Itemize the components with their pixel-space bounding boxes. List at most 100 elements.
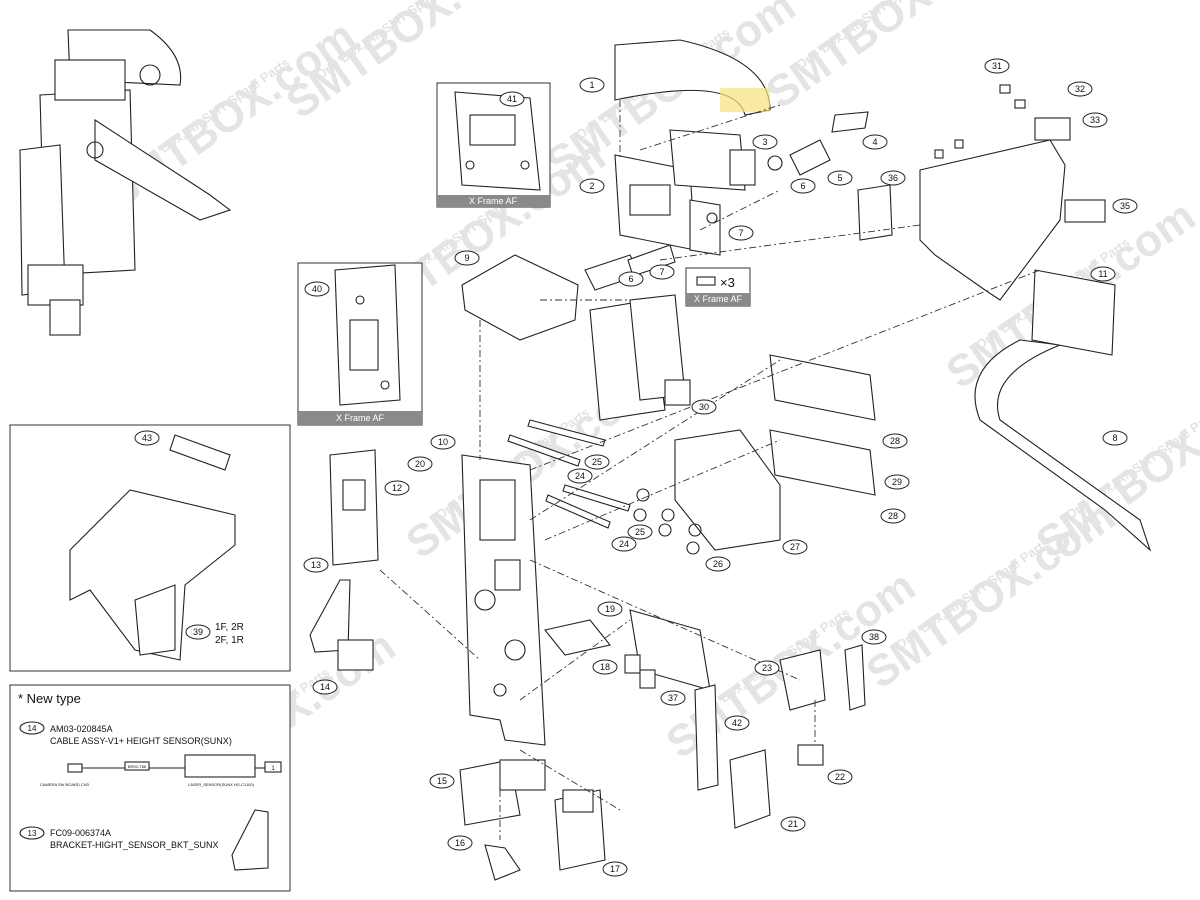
parts-12-13-14 [309, 449, 379, 671]
callout-7: 7 [649, 264, 675, 280]
callout-number: 28 [888, 511, 898, 521]
callout-number: 36 [888, 173, 898, 183]
callout-10: 10 [430, 434, 456, 450]
callout-21: 21 [780, 816, 806, 832]
callout-number: 23 [762, 663, 772, 673]
callout-41: 41 [499, 91, 525, 107]
callout-number: 27 [790, 542, 800, 552]
callout-23: 23 [754, 660, 780, 676]
new-type-13-desc: BRACKET-HIGHT_SENSOR_BKT_SUNX [50, 840, 219, 850]
callout-25: 25 [584, 454, 610, 470]
callout-number: 29 [892, 477, 902, 487]
callout-38: 38 [861, 629, 887, 645]
callout-number: 20 [415, 459, 425, 469]
callout-number: 24 [619, 539, 629, 549]
part-10-main-frame [461, 454, 546, 746]
callout-31: 31 [984, 58, 1010, 74]
part-30-board [589, 294, 691, 421]
callout-number: 39 [193, 627, 203, 637]
callout-number: 41 [507, 94, 517, 104]
assembly-lines [379, 100, 1041, 840]
new-type-inset: * New type 14 AM03-020845A CABLE ASSY-V1… [9, 684, 291, 892]
callout-3: 3 [752, 134, 778, 150]
callout-number: 32 [1075, 84, 1085, 94]
callout-24: 24 [611, 536, 637, 552]
new-type-14-label-left: CAMERA SW BOARD CN3 [40, 782, 90, 787]
callout-15: 15 [429, 773, 455, 789]
callout-6: 6 [790, 178, 816, 194]
callout-number: 8 [1112, 433, 1117, 443]
callout-number: 25 [592, 457, 602, 467]
callout-42: 42 [724, 715, 750, 731]
callout-number: 2 [589, 181, 594, 191]
callout-number: 35 [1120, 201, 1130, 211]
callout-28: 28 [882, 433, 908, 449]
part-8-cable-duct [974, 339, 1152, 552]
new-type-14-part-no: AM03-020845A [50, 724, 113, 734]
callout-24: 24 [567, 468, 593, 484]
callout-number: 12 [392, 483, 402, 493]
callout-number: 13 [311, 560, 321, 570]
callout-number: 22 [835, 772, 845, 782]
callout-40: 40 [304, 281, 330, 297]
callout-25: 25 [627, 524, 653, 540]
callout-number: 4 [872, 137, 877, 147]
callout-26: 26 [705, 556, 731, 572]
callout-number: 25 [635, 527, 645, 537]
callout-27: 27 [782, 539, 808, 555]
callout-number: 15 [437, 776, 447, 786]
callout-number: 1 [589, 80, 594, 90]
fuse-note-caption: X Frame AF [694, 294, 743, 304]
x-frame-40-box: X Frame AF [297, 262, 423, 426]
callout-33: 33 [1082, 112, 1108, 128]
callout-number: 37 [668, 693, 678, 703]
callout-number: 38 [869, 632, 879, 642]
lower-parts-group [459, 609, 866, 881]
callout-number: 33 [1090, 115, 1100, 125]
part-9-cover [461, 254, 579, 341]
callout-17: 17 [602, 861, 628, 877]
new-type-13-part-no: FC09-006374A [50, 828, 111, 838]
callout-number: 43 [142, 433, 152, 443]
callout-number: 21 [788, 819, 798, 829]
new-type-13-num: 13 [28, 829, 37, 838]
callout-16: 16 [447, 835, 473, 851]
callout-20: 20 [407, 456, 433, 472]
bracket-39-variant-1: 1F, 2R [215, 622, 244, 633]
parts-28-29-rails [769, 354, 876, 496]
callout-number: 14 [320, 682, 330, 692]
callout-32: 32 [1067, 81, 1093, 97]
callout-11: 11 [1090, 266, 1116, 282]
x-frame-40-caption: X Frame AF [336, 413, 385, 423]
part-2-3-assembly [614, 129, 756, 256]
bracket-39-inset: 1F, 2R 2F, 1R [9, 424, 291, 672]
parts-4-7 [584, 111, 869, 291]
callout-1: 1 [579, 77, 605, 93]
callout-number: 42 [732, 718, 742, 728]
callout-22: 22 [827, 769, 853, 785]
fuse-note-box: ×3 X Frame AF [685, 267, 751, 307]
callout-4: 4 [862, 134, 888, 150]
callout-6: 6 [618, 271, 644, 287]
callout-number: 31 [992, 61, 1002, 71]
callout-number: 17 [610, 864, 620, 874]
callout-number: 24 [575, 471, 585, 481]
part-27-block [633, 429, 781, 555]
callout-13: 13 [303, 557, 329, 573]
callout-5: 5 [827, 170, 853, 186]
new-type-14-num: 14 [28, 724, 37, 733]
callout-37: 37 [660, 690, 686, 706]
new-type-title: * New type [18, 691, 81, 706]
callout-number: 18 [600, 662, 610, 672]
callout-35: 35 [1112, 198, 1138, 214]
callout-2: 2 [579, 178, 605, 194]
callout-30: 30 [691, 399, 717, 415]
callout-number: 26 [713, 559, 723, 569]
new-type-14-label-mid: BR00-T86 [128, 764, 147, 769]
callout-18: 18 [592, 659, 618, 675]
callout-number: 7 [738, 228, 743, 238]
callout-29: 29 [884, 474, 910, 490]
assembled-head-unit [19, 29, 232, 336]
